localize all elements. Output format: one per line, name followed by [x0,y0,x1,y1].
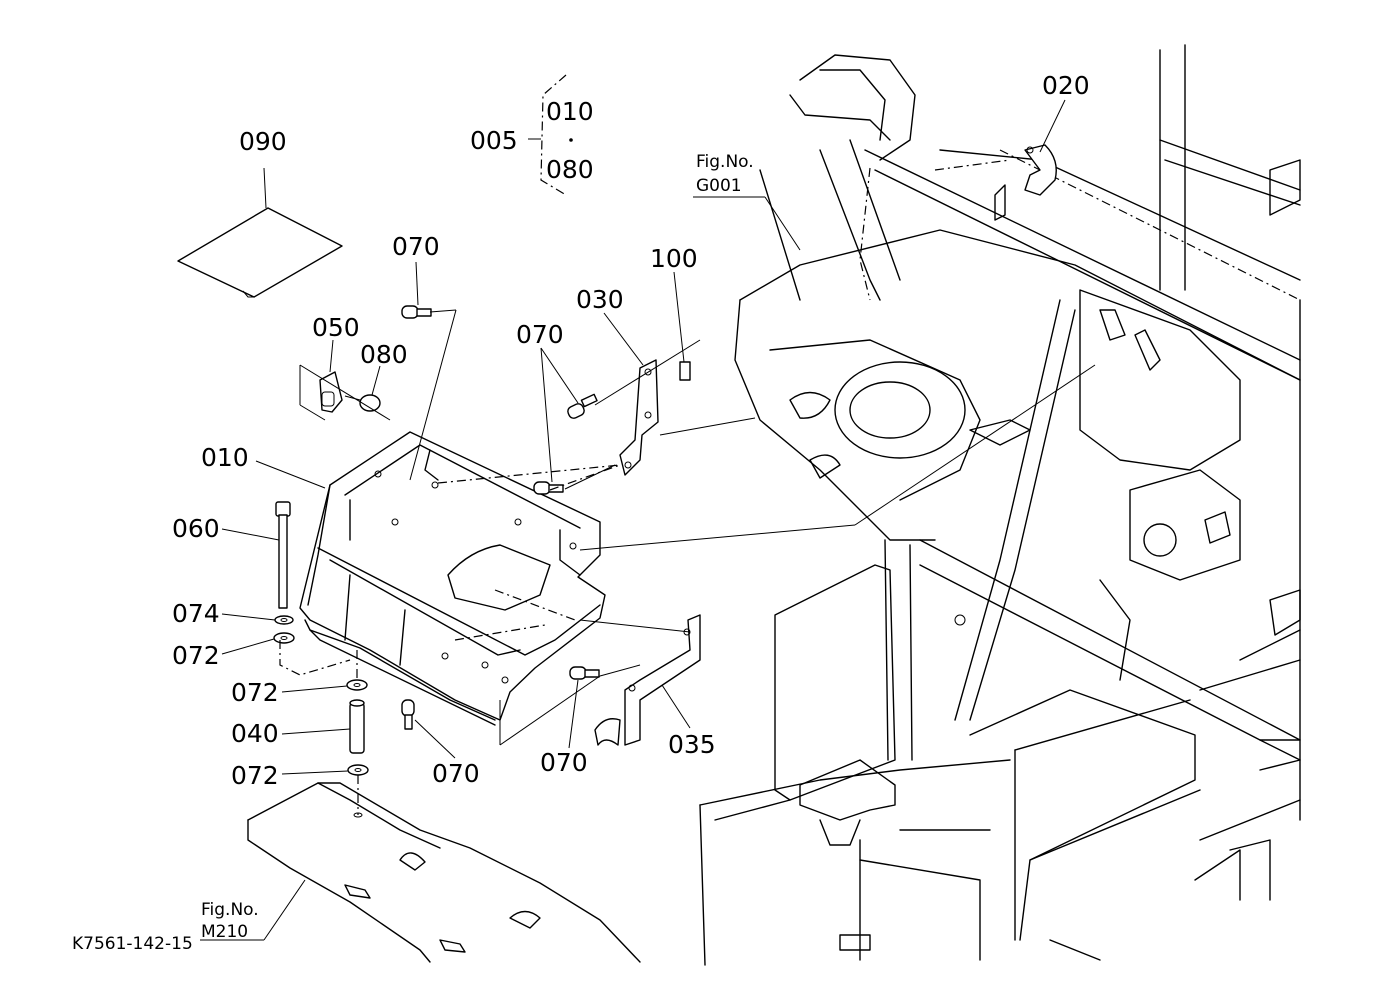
label-020: 020 [1042,71,1090,100]
bolt-070-top [401,305,432,319]
leader-lines [200,99,1096,941]
label-040: 040 [231,719,279,748]
drawing-id: K7561-142-15 [72,934,193,954]
label-074: 074 [172,599,220,628]
label-030: 030 [576,285,624,314]
label-005: 005 [470,126,518,155]
part-m210-plate [247,782,641,963]
part-080-plug [344,394,381,412]
part-074-washer [274,615,294,625]
part-090-sheet [177,167,343,298]
part-072-washer-a [273,632,295,644]
part-040-spacer [349,699,365,754]
fig-m210-line2: M210 [201,922,248,942]
part-072-washer-c [347,764,369,776]
part-035-bracket [594,614,701,746]
label-070-bottom-left: 070 [432,759,480,788]
label-080: 080 [360,340,408,369]
label-072-b: 072 [231,678,279,707]
label-070-mid: 070 [516,320,564,349]
label-070-top: 070 [392,232,440,261]
label-072-a: 072 [172,641,220,670]
bolt-070-mid [567,393,598,419]
bolt-070-tray [533,481,564,495]
fig-g001-line1: Fig.No. [696,152,754,172]
label-035: 035 [668,730,716,759]
fig-m210-line1: Fig.No. [201,900,259,920]
fig-g001-line2: G001 [696,176,742,196]
part-010-battery-tray [299,431,606,726]
vehicle-frame [699,44,1301,966]
label-005-to: 080 [546,155,594,184]
bolt-070-lower-right [569,666,600,680]
part-060-long-bolt [275,501,291,609]
part-100-clip [673,271,691,381]
assembly-bracket-005 [528,74,573,196]
part-030-bracket [619,359,659,476]
label-070-bottom-right: 070 [540,748,588,777]
label-090: 090 [239,127,287,156]
label-005-from: 010 [546,97,594,126]
part-020-clamp [994,144,1057,221]
label-050: 050 [312,313,360,342]
label-100: 100 [650,244,698,273]
label-010: 010 [201,443,249,472]
part-072-washer-b [346,679,368,691]
label-060: 060 [172,514,220,543]
label-072-c: 072 [231,761,279,790]
part-number-labels: 005 010 080 090 070 050 080 010 060 074 … [72,71,1090,954]
bolt-070-lower-left [401,699,415,730]
part-050-holder [319,371,343,413]
tray-dashed-leaders [279,464,621,676]
dashed-leader-lines [859,149,1301,301]
